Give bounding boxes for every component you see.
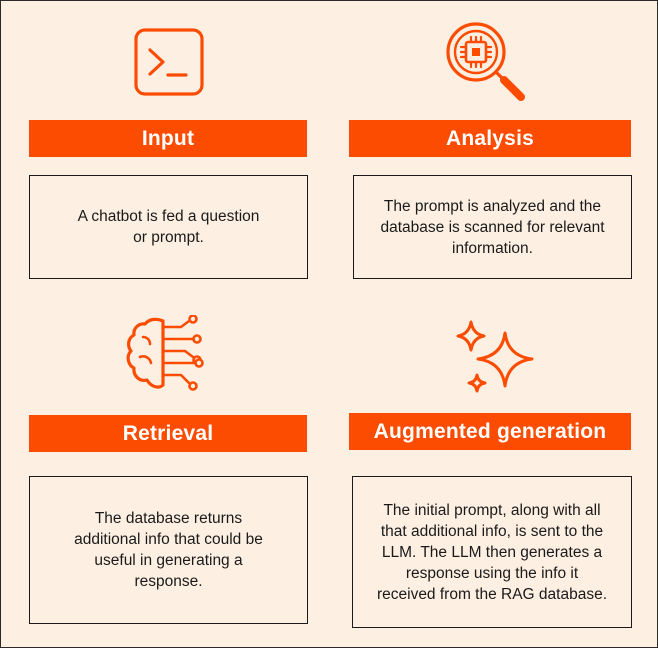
terminal-icon xyxy=(134,28,204,96)
step-description-text: The initial prompt, along with all that … xyxy=(376,501,608,603)
chip-magnifier-icon xyxy=(446,22,525,101)
step-description-input: A chatbot is fed a question or prompt. xyxy=(29,175,308,279)
step-description-retrieval: The database returns additional info tha… xyxy=(29,476,308,624)
step-title-retrieval: Retrieval xyxy=(29,415,307,452)
step-description-analysis: The prompt is analyzed and the database … xyxy=(353,175,632,279)
step-title-analysis: Analysis xyxy=(349,120,631,157)
step-description-text: The prompt is analyzed and the database … xyxy=(380,197,605,257)
step-description-text: The database returns additional info tha… xyxy=(74,510,263,590)
step-description-text: A chatbot is fed a question or prompt. xyxy=(77,208,260,246)
sparkles-icon xyxy=(456,320,534,393)
step-title-input: Input xyxy=(29,120,307,157)
step-title-augmented-generation: Augmented generation xyxy=(349,413,631,450)
brain-circuit-icon xyxy=(126,315,204,391)
step-description-augmented-generation: The initial prompt, along with all that … xyxy=(352,476,632,628)
